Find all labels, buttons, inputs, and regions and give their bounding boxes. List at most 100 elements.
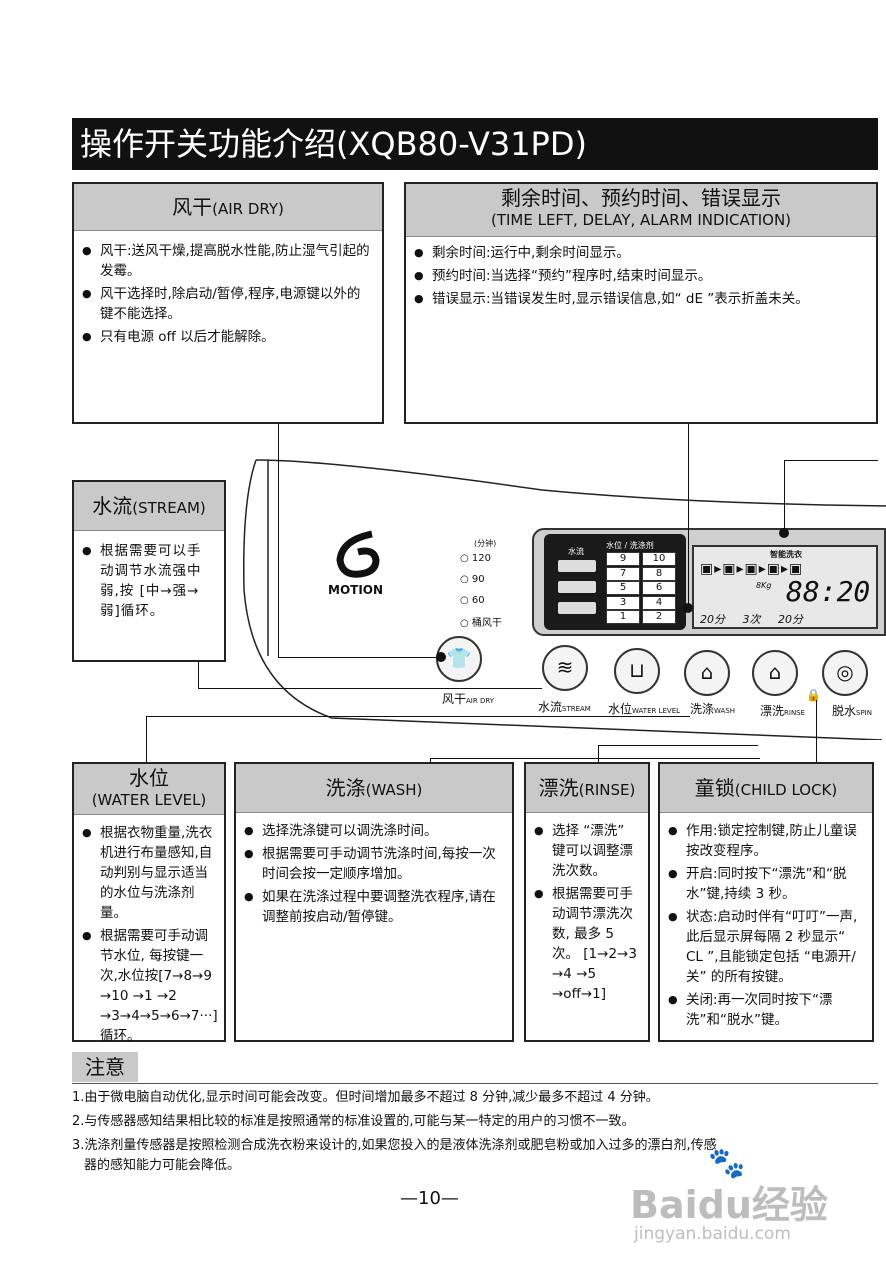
airdry-button-label: 风干AIR DRY xyxy=(442,692,495,706)
water-stream-icon: ≋ xyxy=(556,655,574,679)
time-item-3: 错误显示:当错误发生时,显示错误信息,如“ dE ”表示折盖未关。 xyxy=(406,289,870,309)
notes-list: 1.由于微电脑自动优化,显示时间可能会改变。但时间增加最多不超过 8 分钟,减少… xyxy=(72,1088,717,1176)
airdry-header: 风干(AIR DRY) xyxy=(74,184,382,231)
time-header: 剩余时间、预约时间、错误显示 (TIME LEFT, DELAY, ALARM … xyxy=(406,184,876,237)
watermark-url: jingyan.baidu.com xyxy=(634,1224,791,1244)
leader-lock-v xyxy=(816,700,817,762)
stream-key-1[interactable] xyxy=(558,560,596,572)
dry-unit: (分钟) xyxy=(474,539,497,548)
stream-button[interactable]: ≋ xyxy=(542,645,588,691)
stream-title-zh: 水流 xyxy=(92,494,133,518)
water-level-button[interactable]: ⊔ xyxy=(614,648,660,694)
panel-outline-svg xyxy=(243,459,886,741)
stream-box: 水流(STREAM) 根据需要可以手动调节水流强中弱,按 [中→强→弱]循环。 xyxy=(72,480,226,662)
wash-item-3: 如果在洗涤过程中要调整洗衣程序,请在调整前按启动/暂停键。 xyxy=(236,887,504,927)
airdry-item-3: 只有电源 off 以后才能解除。 xyxy=(74,327,372,347)
shirt-dry-icon: 👕 xyxy=(446,646,472,670)
lock-icon: 🔒 xyxy=(806,688,821,702)
leader-lcd-v xyxy=(784,460,785,532)
leader-stream-h xyxy=(198,688,542,689)
time-title-en: (TIME LEFT, DELAY, ALARM INDICATION) xyxy=(490,211,792,229)
rinse-button[interactable]: ⌂ xyxy=(752,650,798,696)
time-item-1: 剩余时间:运行中,剩余时间显示。 xyxy=(406,243,870,263)
leader-airdry-dot xyxy=(436,652,446,662)
water-title-en: (WATER LEVEL) xyxy=(91,791,207,809)
lock-item-2: 开启:同时按下“漂洗”和“脱水”键,持续 3 秒。 xyxy=(660,864,864,904)
time-item-2: 预约时间:当选择“预约”程序时,结束时间显示。 xyxy=(406,266,870,286)
page-number: —10— xyxy=(400,1188,459,1209)
dry-option-120[interactable]: ○ 120 xyxy=(460,553,491,564)
leader-water-h xyxy=(146,716,690,717)
rinse-title-zh: 漂洗 xyxy=(538,776,579,800)
leader-wash-v xyxy=(430,758,431,762)
lock-title-zh: 童锁 xyxy=(694,776,735,800)
lcd-brand: 智能洗衣 xyxy=(770,550,802,559)
spin-button[interactable]: ◎ xyxy=(822,650,868,696)
leader-rinse-h xyxy=(598,745,758,746)
dry-option-60[interactable]: ○ 60 xyxy=(460,595,485,606)
level-key-1[interactable]: 1 xyxy=(606,610,640,624)
level-key-9[interactable]: 9 xyxy=(606,552,640,566)
lcd-rinse-count: 3次 xyxy=(742,613,761,626)
rinse-item-2: 根据需要可手动调节漂洗次数, 最多 5 次。 [1→2→3 →4 →5 →off… xyxy=(526,884,640,1004)
wash-button-label: 洗涤WASH xyxy=(690,702,736,716)
wash-title-zh: 洗涤 xyxy=(325,776,366,800)
level-key-10[interactable]: 10 xyxy=(642,552,676,566)
shirt-rinse-icon: ⌂ xyxy=(768,660,782,684)
note-line-2: 2.与传感器感知结果相比较的标准是按照通常的标准设置的,可能与某一特定的用户的习… xyxy=(72,1114,635,1129)
leader-time-dot xyxy=(683,603,693,613)
level-key-4[interactable]: 4 xyxy=(642,595,676,610)
lock-item-4: 关闭:再一次同时按下“漂洗”和“脱水”键。 xyxy=(660,990,864,1030)
stream-item-1: 根据需要可以手动调节水流强中弱,按 [中→强→弱]循环。 xyxy=(74,541,214,621)
note-line-4: 器的感知能力可能会降低。 xyxy=(84,1158,241,1173)
airdry-box: 风干(AIR DRY) 风干:送风干燥,提高脱水性能,防止湿气引起的发霉。 风干… xyxy=(72,182,384,424)
rinse-box: 漂洗(RINSE) 选择 “漂洗” 键可以调整漂洗次数。 根据需要可手动调节漂洗… xyxy=(524,762,650,1042)
lcd-wash-time: 20分 xyxy=(700,613,725,626)
leader-lcd-h xyxy=(784,460,878,461)
page-title: 操作开关功能介绍(XQB80-V31PD) xyxy=(72,118,878,170)
leader-water-v xyxy=(146,716,147,762)
washer-panel-outline xyxy=(242,440,886,741)
water-header: 水位 (WATER LEVEL) xyxy=(74,764,224,815)
stream-button-label: 水流STREAM xyxy=(538,700,591,714)
spin-button-label: 脱水SPIN xyxy=(832,704,872,718)
lock-item-1: 作用:锁定控制键,防止儿童误按改变程序。 xyxy=(660,821,864,861)
spin-icon: ◎ xyxy=(836,660,854,684)
motion-logo-icon xyxy=(336,530,380,578)
leader-stream-v xyxy=(198,662,199,688)
stream-label-small: 水流 xyxy=(568,547,584,556)
note-line-3: 3.洗涤剂量传感器是按照检测合成洗衣粉来设计的,如果您投入的是液体洗涤剂或肥皂粉… xyxy=(72,1138,717,1153)
shirt-wash-icon: ⌂ xyxy=(700,660,714,684)
cup-icon: ⊔ xyxy=(629,658,645,682)
time-box: 剩余时间、预约时间、错误显示 (TIME LEFT, DELAY, ALARM … xyxy=(404,182,878,424)
motion-logo: MOTION xyxy=(326,530,396,600)
airdry-item-2: 风干选择时,除启动/暂停,程序,电源键以外的键不能选择。 xyxy=(74,284,372,324)
lcd-icons: ▣▸▣▸▣▸▣▸▣ xyxy=(700,561,804,577)
stream-key-2[interactable] xyxy=(558,581,596,593)
leader-airdry-h xyxy=(278,657,438,658)
dry-option-90[interactable]: ○ 90 xyxy=(460,574,485,585)
level-key-2[interactable]: 2 xyxy=(642,610,676,624)
level-key-5[interactable]: 5 xyxy=(606,581,640,595)
level-key-7[interactable]: 7 xyxy=(606,566,640,581)
paw-icon: 🐾 xyxy=(708,1146,746,1181)
wash-title-en: (WASH) xyxy=(365,781,423,799)
airdry-title-zh: 风干 xyxy=(172,195,213,219)
dry-option-tub[interactable]: ○ 桶风干 xyxy=(460,618,502,629)
level-key-3[interactable]: 3 xyxy=(606,595,640,610)
leader-rinse-v xyxy=(598,745,599,762)
wash-button[interactable]: ⌂ xyxy=(684,650,730,696)
stream-key-3[interactable] xyxy=(558,602,596,614)
water-level-button-label: 水位WATER LEVEL xyxy=(608,702,681,716)
level-label: 水位 / 洗涤剂 xyxy=(606,541,654,550)
water-item-2: 根据需要可手动调节水位, 每按键一次,水位按[7→8→9 →10 →1 →2 →… xyxy=(74,926,218,1046)
stream-header: 水流(STREAM) xyxy=(74,482,224,531)
wash-header: 洗涤(WASH) xyxy=(236,764,512,813)
leader-airdry-v xyxy=(278,424,279,658)
level-key-8[interactable]: 8 xyxy=(642,566,676,581)
notes-rule xyxy=(72,1083,878,1084)
lcd-display: 智能洗衣 ▣▸▣▸▣▸▣▸▣ 8Kg 88:20 20分 3次 20分 xyxy=(692,545,878,629)
child-lock-box: 童锁(CHILD LOCK) 作用:锁定控制键,防止儿童误按改变程序。 开启:同… xyxy=(658,762,874,1042)
water-level-box: 水位 (WATER LEVEL) 根据衣物重量,洗衣机进行布量感知,自动判别与显… xyxy=(72,762,226,1044)
level-key-6[interactable]: 6 xyxy=(642,581,676,595)
